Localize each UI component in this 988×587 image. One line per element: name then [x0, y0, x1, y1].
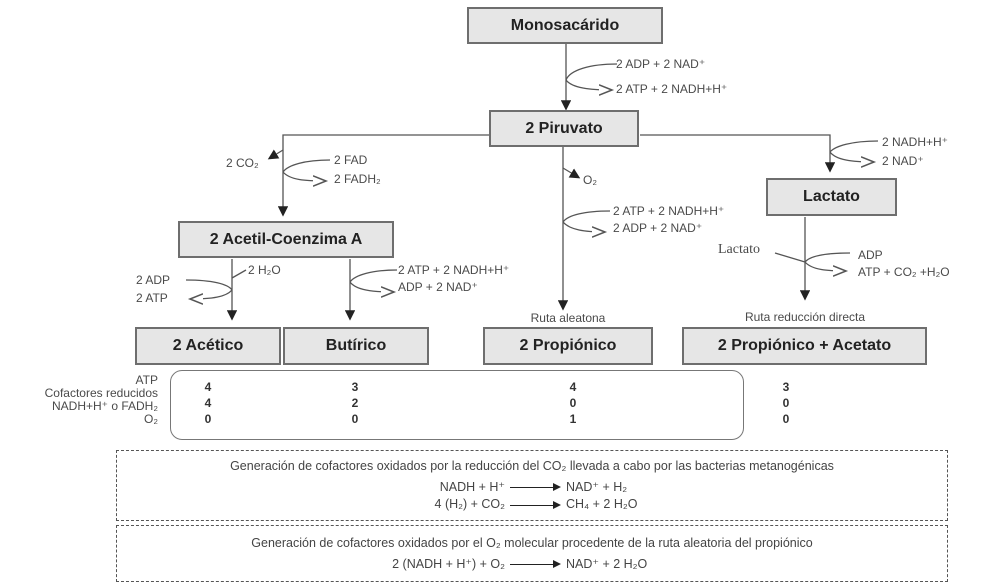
value-o2: 0 — [351, 412, 359, 426]
oxygen-title: Generación de cofactores oxidados por el… — [251, 536, 813, 550]
eq1-arrow — [510, 487, 554, 488]
value-cofactores: 0 — [782, 396, 790, 410]
curve-fadh2-out — [282, 171, 326, 181]
summary-panel — [170, 370, 744, 440]
curve-butirico-in — [349, 269, 398, 283]
curve-aleatoria-in — [562, 210, 611, 223]
label-o2: O₂ — [583, 173, 597, 187]
arrow-piruvato-lactato — [640, 134, 836, 173]
curve-directa-out — [804, 261, 846, 271]
value-o2: 1 — [569, 412, 577, 426]
curve-lactato-out — [829, 151, 874, 162]
summary-row-labels: ATP Cofactores reducidos NADH+H⁺ o FADH₂… — [0, 374, 158, 444]
node-acetil-coa: 2 Acetil-Coenzima A — [178, 221, 394, 258]
label-acetico-in: 2 ADP — [136, 273, 171, 287]
arrow-o2 — [562, 167, 581, 179]
eq1-right: NAD⁺ + H₂ — [566, 480, 628, 494]
node-monosacarido: Monosacárido — [467, 7, 663, 44]
value-atp: 3 — [351, 380, 359, 394]
eq2-right: CH₄ + 2 H₂O — [566, 497, 638, 511]
value-cofactores: 4 — [204, 396, 212, 410]
label-h2o: 2 H₂O — [248, 263, 281, 277]
label-directa-out: ATP + CO₂ +H₂O — [858, 265, 950, 279]
label-butirico-in: 2 ATP + 2 NADH+H⁺ — [398, 263, 510, 277]
eq2-arrow — [510, 505, 554, 506]
curve-acetico-out — [190, 289, 233, 299]
curve-acetico-in — [185, 279, 233, 291]
node-acetico: 2 Acético — [135, 327, 281, 365]
curve-butirico-out — [349, 281, 394, 292]
label-co2: 2 CO₂ — [226, 156, 259, 170]
label-directa-lactato: Lactato — [718, 242, 760, 257]
row-label-atp: ATP — [135, 373, 158, 387]
value-o2: 0 — [782, 412, 790, 426]
methanogenic-box: Generación de cofactores oxidados por la… — [116, 450, 948, 521]
row-label-cofactores: Cofactores reducidos — [44, 386, 158, 400]
arrow-piruvato-acetil — [277, 134, 490, 217]
methanogenic-title: Generación de cofactores oxidados por la… — [230, 459, 834, 473]
curve-directa-in — [804, 252, 851, 263]
label-fadh2: 2 FADH₂ — [334, 172, 381, 186]
value-atp: 4 — [569, 380, 577, 394]
oxygen-eq-arrow — [510, 564, 554, 565]
eq2-arrowhead-icon — [553, 501, 561, 509]
value-atp: 3 — [782, 380, 790, 394]
curve-fad-in — [282, 159, 331, 173]
node-butirico: Butírico — [283, 327, 429, 365]
label-lactato-out: 2 NAD⁺ — [882, 154, 924, 168]
curve-lactato-in — [829, 140, 879, 153]
node-piruvato: 2 Piruvato — [489, 110, 639, 147]
node-lactato: Lactato — [766, 178, 897, 216]
route-label-aleatoria: Ruta aleatona — [530, 311, 606, 325]
oxygen-box: Generación de cofactores oxidados por el… — [116, 525, 948, 582]
oxygen-eq-left: 2 (NADH + H⁺) + O₂ — [392, 557, 505, 571]
label-lactato-in: 2 NADH+H⁺ — [882, 135, 949, 149]
curve-glycolysis-out — [565, 79, 612, 90]
route-label-directa: Ruta reducción directa — [744, 310, 866, 324]
value-o2: 0 — [204, 412, 212, 426]
value-cofactores: 2 — [351, 396, 359, 410]
label-fad: 2 FAD — [334, 153, 368, 167]
value-cofactores: 0 — [569, 396, 577, 410]
eq1-arrowhead-icon — [553, 483, 561, 491]
label-acetico-out: 2 ATP — [136, 291, 168, 305]
curve-glycolysis-in — [565, 63, 618, 81]
value-atp: 4 — [204, 380, 212, 394]
eq2-left: 4 (H₂) + CO₂ — [434, 497, 505, 511]
eq1-left: NADH + H⁺ — [439, 480, 505, 494]
row-label-o2: O₂ — [144, 412, 158, 426]
label-glycolysis-in: 2 ADP + 2 NAD⁺ — [616, 57, 706, 71]
label-butirico-out: ADP + 2 NAD⁺ — [398, 280, 478, 294]
node-propionico-acetato: 2 Propiónico + Acetato — [682, 327, 927, 365]
label-glycolysis-out: 2 ATP + 2 NADH+H⁺ — [616, 82, 728, 96]
label-aleatoria-in: 2 ATP + 2 NADH+H⁺ — [613, 204, 725, 218]
label-directa-in: ADP — [858, 248, 883, 262]
arrow-co2 — [267, 149, 284, 160]
oxygen-eq-arrowhead-icon — [553, 560, 561, 568]
label-aleatoria-out: 2 ADP + 2 NAD⁺ — [613, 221, 703, 235]
node-propionico: 2 Propiónico — [483, 327, 653, 365]
line-lactato-input — [774, 252, 806, 263]
curve-aleatoria-out — [562, 221, 605, 232]
line-h2o — [231, 269, 247, 279]
row-label-nadh-fadh2: NADH+H⁺ o FADH₂ — [51, 399, 158, 413]
oxygen-eq-right: NAD⁺ + 2 H₂O — [566, 557, 648, 571]
